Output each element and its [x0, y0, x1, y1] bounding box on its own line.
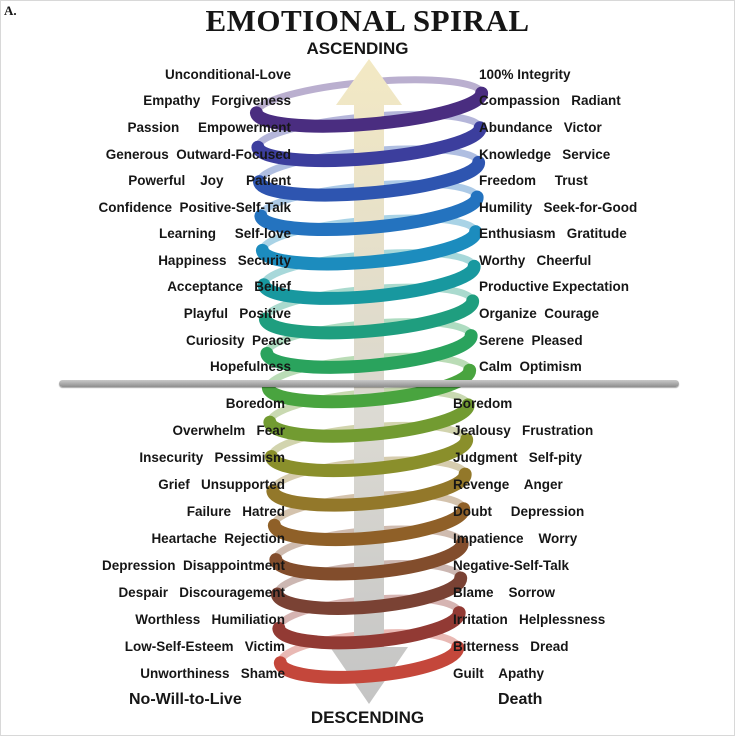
- emotion-label-left: Despair Discouragement: [118, 585, 285, 600]
- emotion-row: Passion Empowerment Abundance Victor: [1, 114, 734, 141]
- emotion-label-right: Bitterness Dread: [453, 639, 569, 654]
- no-will-to-live-label: No-Will-to-Live: [129, 691, 242, 708]
- emotion-label-right: Blame Sorrow: [453, 585, 556, 600]
- emotion-row: Learning Self-love Enthusiasm Gratitude: [1, 220, 734, 247]
- emotion-row: Low-Self-Esteem Victim Bitterness Dread: [1, 633, 734, 660]
- emotion-row: Insecurity Pessimism Judgment Self-pity: [1, 444, 734, 471]
- emotion-label-right: Impatience Worry: [453, 531, 578, 546]
- emotion-label-right: Enthusiasm Gratitude: [479, 226, 627, 242]
- emotion-label-left: Unconditional-Love: [165, 66, 291, 82]
- emotion-row: Worthless Humiliation Irritation Helpless…: [1, 606, 734, 633]
- emotion-label-right: Compassion Radiant: [479, 93, 621, 109]
- emotion-row: Overwhelm Fear Jealousy Frustration: [1, 417, 734, 444]
- emotion-label-right: Jealousy Frustration: [453, 423, 594, 438]
- emotion-label-right: Freedom Trust: [479, 173, 588, 189]
- emotion-label-left: Generous Outward-Focused: [105, 146, 291, 162]
- emotion-label-left: Unworthiness Shame: [140, 666, 285, 681]
- emotion-label-right: Guilt Apathy: [453, 666, 544, 681]
- midline-divider: [59, 380, 679, 387]
- emotion-row: Acceptance Belief Productive Expectation: [1, 274, 734, 301]
- descending-label: DESCENDING: [310, 708, 425, 727]
- emotion-row: Unworthiness Shame Guilt Apathy: [1, 660, 734, 687]
- emotion-row: Happiness Security Worthy Cheerful: [1, 247, 734, 274]
- emotion-label-right: Worthy Cheerful: [479, 252, 592, 268]
- emotion-label-right: Organize Courage: [479, 305, 600, 321]
- emotion-label-right: Calm Optimism: [479, 359, 582, 375]
- emotion-label-left: Hopefulness: [209, 359, 291, 375]
- emotion-label-left: Happiness Security: [158, 252, 291, 268]
- emotion-label-left: Heartache Rejection: [151, 531, 285, 546]
- emotion-label-left: Depression Disappointment: [101, 558, 285, 573]
- emotion-label-right: Serene Pleased: [479, 332, 583, 348]
- emotion-row: Boredom Boredom: [1, 390, 734, 417]
- emotion-label-left: Acceptance Belief: [167, 279, 291, 295]
- emotion-label-right: Knowledge Service: [479, 146, 611, 162]
- emotion-label-left: Confidence Positive-Self-Talk: [98, 199, 291, 215]
- emotion-row: Despair Discouragement Blame Sorrow: [1, 579, 734, 606]
- emotion-row: Empathy Forgiveness Compassion Radiant: [1, 88, 734, 115]
- emotion-label-right: 100% Integrity: [479, 66, 571, 82]
- emotion-label-right: Negative-Self-Talk: [453, 558, 570, 573]
- emotion-label-left: Low-Self-Esteem Victim: [124, 639, 285, 654]
- emotion-label-left: Failure Hatred: [186, 504, 285, 519]
- emotion-row: Hopefulness Calm Optimism: [1, 353, 734, 380]
- page-title: EMOTIONAL SPIRAL: [205, 3, 530, 38]
- emotion-row: Grief Unsupported Revenge Anger: [1, 471, 734, 498]
- emotion-label-left: Powerful Joy Patient: [128, 173, 291, 189]
- emotion-label-left: Insecurity Pessimism: [139, 450, 285, 465]
- emotion-row: Depression Disappointment Negative-Self-T…: [1, 552, 734, 579]
- emotion-label-left: Grief Unsupported: [158, 477, 285, 492]
- emotion-label-left: Learning Self-love: [158, 226, 291, 242]
- emotion-label-left: Boredom: [225, 396, 285, 411]
- emotion-label-left: Passion Empowerment: [127, 119, 291, 135]
- emotion-row: Confidence Positive-Self-Talk Humility Se…: [1, 194, 734, 221]
- emotion-row: Failure Hatred Doubt Depression: [1, 498, 734, 525]
- emotion-label-right: Doubt Depression: [453, 504, 585, 519]
- emotion-label-right: Revenge Anger: [453, 477, 563, 492]
- emotion-row: Curiosity Peace Serene Pleased: [1, 327, 734, 354]
- corner-artifact: A.: [4, 3, 17, 18]
- emotion-label-right: Productive Expectation: [479, 279, 630, 295]
- emotion-label-right: Boredom: [453, 396, 513, 411]
- emotion-row: Heartache Rejection Impatience Worry: [1, 525, 734, 552]
- emotion-label-left: Playful Positive: [183, 305, 291, 321]
- ascending-label: ASCENDING: [306, 39, 409, 58]
- emotion-label-left: Worthless Humiliation: [135, 612, 285, 627]
- emotion-label-right: Judgment Self-pity: [453, 450, 583, 465]
- emotion-label-left: Overwhelm Fear: [172, 423, 285, 438]
- emotion-row: Powerful Joy Patient Freedom Trust: [1, 167, 734, 194]
- death-label: Death: [498, 691, 543, 708]
- emotion-label-right: Humility Seek-for-Good: [479, 199, 638, 215]
- emotion-label-left: Empathy Forgiveness: [143, 93, 291, 109]
- emotion-label-right: Abundance Victor: [479, 119, 602, 135]
- emotion-row: Unconditional-Love 100% Integrity: [1, 61, 734, 88]
- emotion-label-left: Curiosity Peace: [185, 332, 291, 348]
- emotion-label-right: Irritation Helplessness: [453, 612, 606, 627]
- emotion-row: Generous Outward-Focused Knowledge Servic…: [1, 141, 734, 168]
- emotion-row: Playful Positive Organize Courage: [1, 300, 734, 327]
